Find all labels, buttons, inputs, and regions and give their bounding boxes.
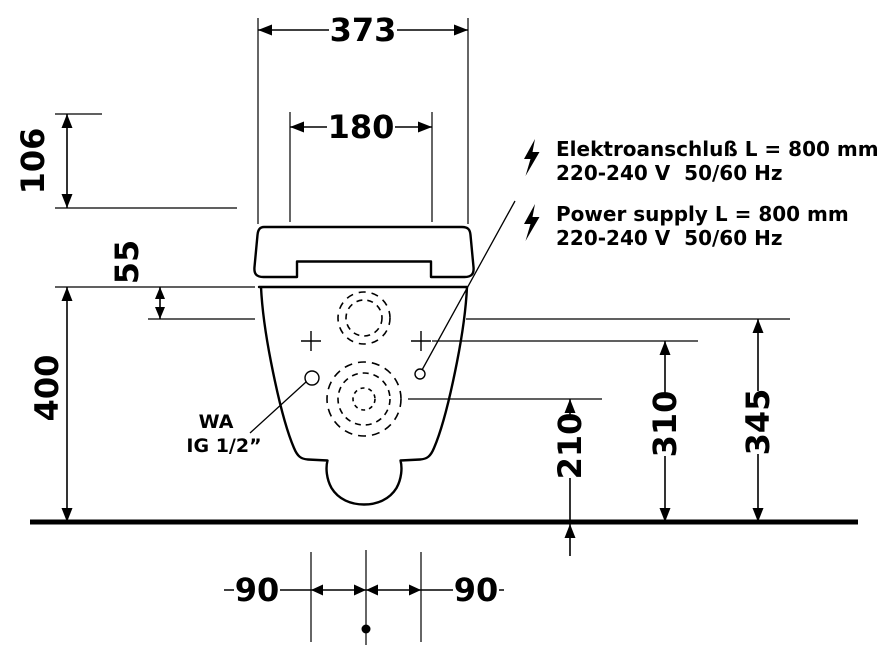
dim-label-373: 373 <box>330 11 397 49</box>
upper-connection-circle <box>337 291 391 345</box>
dim-label-106: 106 <box>14 128 52 195</box>
toilet-lid <box>253 225 475 279</box>
dimension-rim-height: 400 <box>28 287 73 522</box>
dim-label-90-left: 90 <box>235 571 280 609</box>
electrical-label-de-line2: 220-240 V 50/60 Hz <box>556 161 782 185</box>
water-leader-line <box>249 381 307 434</box>
fixing-point-marker-left <box>301 331 321 351</box>
water-abbr-label: WA <box>199 411 234 433</box>
water-thread-label: IG 1/2” <box>186 435 261 457</box>
dimension-supply-height: 345 <box>739 319 777 522</box>
toilet-body <box>257 285 469 506</box>
dim-label-400: 400 <box>28 355 66 422</box>
drain-connection-circles <box>326 361 402 437</box>
dimension-overall-width: 373 <box>258 11 468 49</box>
dimension-bolt-spacing: 90 90 <box>224 571 504 634</box>
extension-lines <box>55 18 790 645</box>
electrical-labels: Elektroanschluß L = 800 mm 220-240 V 50/… <box>421 137 879 371</box>
centerline-dot <box>361 624 371 634</box>
electrical-label-en-line1: Power supply L = 800 mm <box>556 202 849 226</box>
power-leader-line <box>421 200 516 371</box>
dimension-outlet-height: 210 <box>551 399 589 556</box>
water-connection-label: WA IG 1/2” <box>186 381 307 457</box>
electrical-label-de-line1: Elektroanschluß L = 800 mm <box>556 137 879 161</box>
dim-label-180: 180 <box>328 108 395 146</box>
fixing-point-marker-right <box>411 331 431 351</box>
dimension-seat-offset: 55 <box>108 240 165 319</box>
dimension-inner-width: 180 <box>290 108 432 146</box>
lightning-bolt-icon <box>524 204 540 241</box>
toilet-drawing <box>253 225 475 506</box>
power-inlet-circle <box>414 368 426 380</box>
dimension-fixing-height: 310 <box>646 341 684 522</box>
dim-label-345: 345 <box>739 389 777 456</box>
electrical-label-en-line2: 220-240 V 50/60 Hz <box>556 226 782 250</box>
dim-label-310: 310 <box>646 391 684 458</box>
water-inlet-circle <box>304 370 320 386</box>
dim-label-210: 210 <box>551 413 589 480</box>
dimension-top-height: 106 <box>14 114 73 208</box>
dim-label-90-right: 90 <box>454 571 499 609</box>
lightning-bolt-icon <box>524 139 540 176</box>
dim-label-55: 55 <box>108 240 146 285</box>
